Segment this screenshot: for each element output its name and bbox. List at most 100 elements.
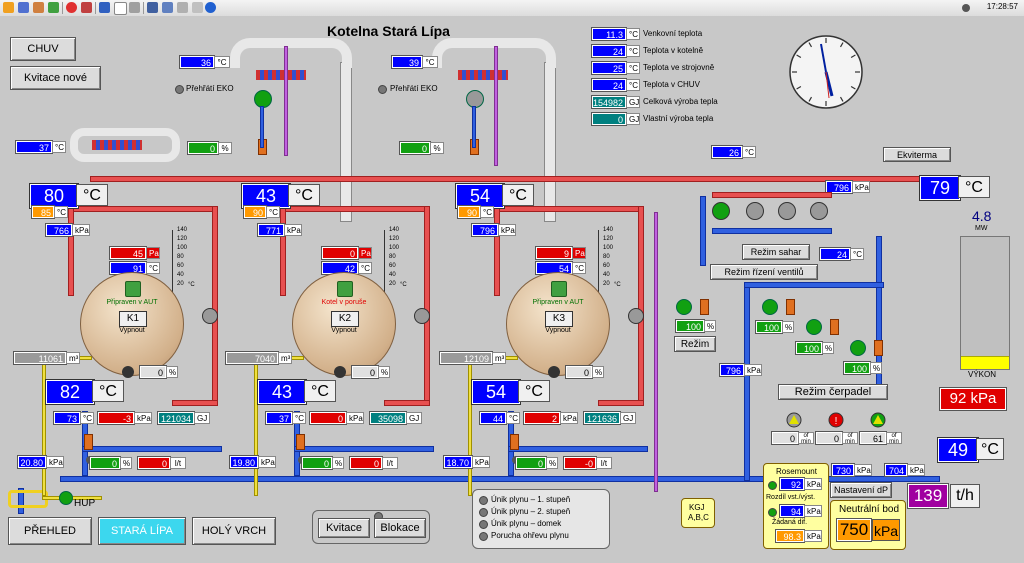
info-unit: GJ: [626, 96, 640, 108]
fan-icon[interactable]: [548, 366, 560, 378]
alarm-icon[interactable]: [81, 2, 92, 13]
user-icon[interactable]: [18, 2, 29, 13]
boiler-kpa2-unit: kPa: [560, 412, 578, 424]
document-icon[interactable]: [114, 2, 127, 15]
info-unit: °C: [626, 62, 640, 74]
reg-valve-c[interactable]: [874, 340, 883, 356]
gauge-tick: 20: [389, 281, 396, 287]
fan-icon[interactable]: [122, 366, 134, 378]
boiler-vypnout-button[interactable]: Vypnout: [119, 327, 145, 334]
home-icon[interactable]: [3, 2, 14, 13]
hup-valve-icon[interactable]: [59, 491, 73, 505]
nav-stara-lipa[interactable]: STARÁ LÍPA: [98, 517, 186, 545]
circ-pump-2-icon[interactable]: !: [828, 412, 844, 428]
nav-prehled[interactable]: PŘEHLED: [8, 517, 92, 545]
eko-pipe-blue-right: [472, 106, 476, 148]
fan-icon[interactable]: [334, 366, 346, 378]
purple-riser: [654, 212, 658, 492]
misc-temp-unit: °C: [742, 146, 756, 158]
boiler-name[interactable]: K1: [119, 311, 147, 327]
rezim-rizeni-button[interactable]: Režim řízení ventilů: [710, 264, 818, 280]
boiler-top-temp: 54: [455, 183, 505, 209]
gauge-tick: 100: [177, 245, 188, 251]
chuv-button[interactable]: CHUV: [10, 37, 76, 61]
rezim-cerpadel-button[interactable]: Režim čerpadel: [778, 384, 888, 400]
boiler-vypnout-button[interactable]: Vypnout: [331, 327, 357, 334]
gauge-tick: 40: [177, 272, 184, 278]
kvitace-button[interactable]: Kvitace: [318, 518, 370, 538]
reg-valve-main-icon[interactable]: [676, 299, 692, 315]
sec-header: [744, 282, 884, 288]
sahar-pump-1-icon[interactable]: [712, 202, 730, 220]
reg-valve-c-icon[interactable]: [850, 340, 866, 356]
p730-unit: kPa: [854, 464, 872, 476]
boiler-flow: 0: [349, 456, 383, 470]
boiler-side-pump-icon[interactable]: [414, 308, 430, 324]
nav-holy-vrch[interactable]: HOLÝ VRCH: [192, 517, 276, 545]
info-unit: °C: [626, 79, 640, 91]
gauge-tick: 60: [389, 263, 396, 269]
boiler-t2-unit: °C: [292, 412, 306, 424]
help-icon[interactable]: [205, 2, 216, 13]
boiler-supply-riser: [280, 206, 286, 296]
boiler-name[interactable]: K2: [331, 311, 359, 327]
boiler-return-valve[interactable]: [84, 434, 93, 450]
circ-pump-3-unit: of min: [886, 432, 902, 445]
ekviterma-button[interactable]: Ekviterma: [883, 147, 951, 162]
vykon-label: VÝKON: [968, 370, 997, 379]
blokace-button[interactable]: Blokace: [374, 518, 426, 538]
sahar-pump-3-icon[interactable]: [778, 202, 796, 220]
nastaveni-dp-button[interactable]: Nastavení dP: [830, 482, 892, 498]
users-icon[interactable]: [33, 2, 44, 13]
flame-icon: [337, 281, 353, 297]
stop-icon[interactable]: [66, 2, 77, 13]
chart-icon[interactable]: [99, 2, 110, 13]
rosemount-val: 92: [779, 477, 805, 491]
window-icon[interactable]: [162, 2, 173, 13]
boiler-kpa2: -3: [97, 411, 135, 425]
reg-valve-b-icon[interactable]: [806, 319, 822, 335]
reg-valve-main[interactable]: [700, 299, 709, 315]
user-add-icon[interactable]: [48, 2, 59, 13]
boiler-vypnout-button[interactable]: Vypnout: [545, 327, 571, 334]
boiler-return-temp: 54: [471, 379, 521, 405]
boiler-t2: 44: [479, 411, 507, 425]
boiler-return-valve[interactable]: [510, 434, 519, 450]
boiler-return-valve[interactable]: [296, 434, 305, 450]
kvitace-nove-button[interactable]: Kvitace nové: [10, 66, 101, 90]
boiler-top-temp: 80: [29, 183, 79, 209]
monitor-icon[interactable]: [147, 2, 158, 13]
tool-icon[interactable]: [192, 2, 203, 13]
neutral-val: 750: [836, 518, 872, 542]
boiler-side-pump-icon[interactable]: [628, 308, 644, 324]
print-icon[interactable]: [129, 2, 140, 13]
gauge-tick: 80: [177, 254, 184, 260]
rezim-button[interactable]: Režim: [674, 336, 716, 352]
p704-val: 704: [884, 463, 908, 477]
boiler-side-pump-icon[interactable]: [202, 308, 218, 324]
reg-valve-a-pct: 100: [755, 320, 783, 334]
sahar-pump-2-icon[interactable]: [746, 202, 764, 220]
reg-valve-b[interactable]: [830, 319, 839, 335]
gas-alarm-led: [479, 520, 488, 529]
boiler-return-temp-unit: °C: [92, 380, 124, 402]
boiler-name[interactable]: K3: [545, 311, 573, 327]
boiler-pressure-unit: kPa: [284, 224, 302, 236]
reg-valve-a[interactable]: [786, 299, 795, 315]
boiler-volume: 11061: [13, 351, 67, 365]
reg-valve-a-icon[interactable]: [762, 299, 778, 315]
circ-pump-1-icon[interactable]: [786, 412, 802, 428]
mw-value: 4.8: [972, 208, 992, 224]
boiler-draft-pa: 45: [109, 246, 147, 260]
rozdil-unit: kPa: [804, 505, 822, 517]
out-temp-unit: °C: [958, 176, 990, 198]
info-unit: °C: [626, 28, 640, 40]
kvitace-group: [312, 510, 430, 544]
pen-icon[interactable]: [177, 2, 188, 13]
circ-pump-3-icon[interactable]: [870, 412, 886, 428]
rezim-sahar-button[interactable]: Režim sahar: [742, 244, 810, 260]
zadana-val: 98.3: [775, 529, 805, 543]
vykon-bar: [960, 236, 1010, 370]
sahar-pump-4-icon[interactable]: [810, 202, 828, 220]
vykon-bar-fill: [961, 356, 1009, 369]
